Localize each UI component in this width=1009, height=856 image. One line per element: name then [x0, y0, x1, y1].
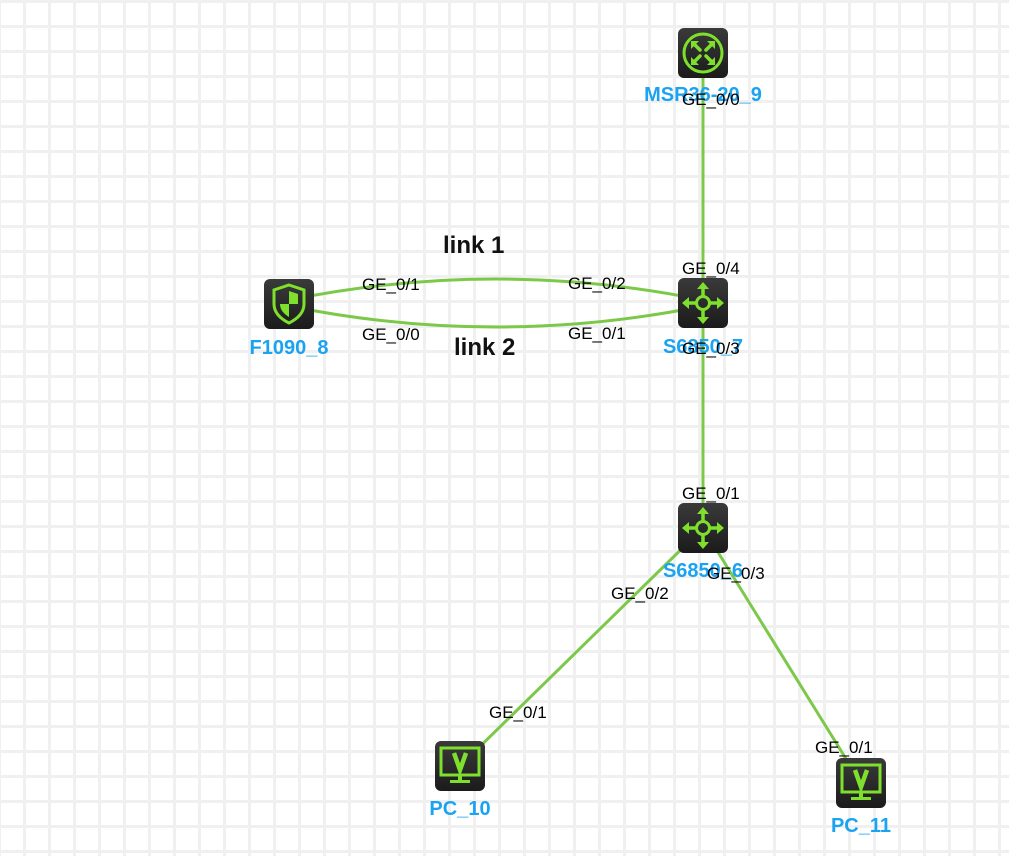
port-label-switch6-ge02: GE_0/2 [611, 584, 669, 603]
port-label-router-ge00: GE_0/0 [682, 90, 740, 109]
port-label-pc11-ge01: GE_0/1 [815, 738, 873, 757]
switch-icon [682, 282, 724, 324]
link-2-firewall-switch7[interactable] [288, 304, 704, 329]
link-1-firewall-switch7[interactable] [288, 277, 704, 302]
port-label-firewall-ge00: GE_0/0 [362, 325, 420, 344]
link-switch6-pc10[interactable] [458, 526, 705, 768]
device-label-pc-10: PC_10 [429, 798, 491, 820]
device-label-router: MSR36-20_9 [644, 84, 762, 106]
pc-monitor-icon [840, 763, 882, 800]
port-label-switch7-ge03: GE_0/3 [682, 339, 740, 358]
port-label-pc10-ge01: GE_0/1 [489, 703, 547, 722]
device-label-switch-7: S6850_7 [662, 336, 744, 358]
port-label-switch7-ge01: GE_0/1 [568, 324, 626, 343]
device-firewall[interactable] [264, 279, 314, 329]
firewall-shield-icon [272, 283, 306, 325]
device-label-switch-6: S6850_6 [662, 560, 744, 582]
device-router[interactable] [678, 28, 728, 78]
port-label-switch7-ge02: GE_0/2 [568, 274, 626, 293]
router-icon [682, 32, 724, 74]
port-label-firewall-ge01: GE_0/1 [362, 275, 420, 294]
device-label-firewall: F1090_8 [249, 337, 329, 359]
link-label-1: link 1 [443, 232, 505, 259]
device-switch-6[interactable] [678, 503, 728, 553]
port-label-switch6-ge01: GE_0/1 [682, 484, 740, 503]
pc-monitor-icon [439, 746, 481, 783]
device-label-pc-11: PC_11 [830, 815, 892, 837]
device-pc-11[interactable] [836, 758, 886, 808]
switch-icon [682, 507, 724, 549]
link-switch6-pc11[interactable] [701, 527, 863, 784]
link-label-2: link 2 [454, 334, 516, 361]
device-switch-7[interactable] [678, 278, 728, 328]
port-label-switch7-ge04: GE_0/4 [682, 259, 740, 278]
port-label-switch6-ge03: GE_0/3 [707, 564, 765, 583]
device-pc-10[interactable] [435, 741, 485, 791]
